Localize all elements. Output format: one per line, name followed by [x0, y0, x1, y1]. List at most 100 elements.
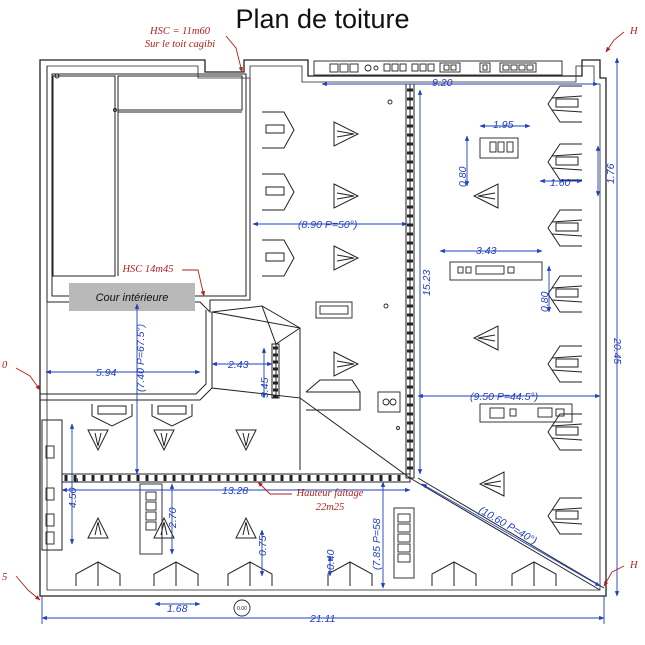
- roof-vent-detail: [477, 192, 496, 200]
- dormer: [547, 209, 582, 247]
- dim-7-40: (7.40 P=67.5°): [135, 324, 147, 392]
- horizontal-ridge-vent: [61, 473, 411, 483]
- svg-text:0.00: 0.00: [237, 606, 247, 612]
- dim-1-60: 1.60: [550, 177, 571, 189]
- dormer-detail: [551, 285, 583, 303]
- page-title: Plan de toiture: [235, 4, 410, 34]
- dim-1-95: 1.95: [493, 119, 514, 131]
- equipment: [45, 99, 573, 579]
- dormer-window: [555, 98, 579, 108]
- dormer-detail: [551, 153, 583, 171]
- dim-8-90: (8.90 P=50°): [298, 219, 357, 231]
- roof-vent-detail: [336, 360, 355, 368]
- hsc-court: HSC 14m45: [121, 264, 173, 275]
- interior-roof-lines: [40, 84, 605, 591]
- dormer: [547, 497, 582, 535]
- dormer: [547, 275, 582, 313]
- dormer-window: [555, 510, 579, 520]
- edge-label-top-right: H: [629, 26, 639, 37]
- ridge-vent-ticks: [64, 88, 413, 481]
- dormer: [547, 85, 582, 123]
- dim-20-45: 20.45: [611, 337, 623, 364]
- dim-9-50: (9.50 P=44.5°): [470, 391, 538, 403]
- leader-lines: [15, 31, 625, 601]
- edge-label-left-bottom: 5: [2, 572, 7, 583]
- cour-interieure-box: [69, 283, 195, 311]
- roof-vent: [472, 325, 499, 351]
- roof-vent: [153, 429, 175, 452]
- roof-vent: [235, 516, 257, 539]
- dormer-detail: [551, 355, 583, 373]
- dormer-window: [555, 156, 579, 166]
- dormer-detail: [551, 219, 583, 237]
- roof-vent-detail: [160, 432, 168, 447]
- dim-3-43: 3.43: [476, 245, 497, 257]
- courtyard: [46, 66, 251, 314]
- roof-vent-detail: [242, 521, 250, 536]
- roof-vent: [235, 429, 257, 452]
- dormer-detail: [551, 423, 583, 441]
- dim-0-75: 0.75: [257, 535, 269, 556]
- dim-9-20: 9.20: [432, 77, 453, 89]
- dormer: [547, 345, 582, 383]
- dim-21-11: 21.11: [309, 613, 336, 625]
- roof-vent: [87, 429, 109, 452]
- dim-15-23: 15.23: [421, 270, 433, 296]
- dim-10-60: (10.60 P=40°): [477, 504, 539, 547]
- hsc-cagibi-line2: Sur le toit cagibi: [145, 39, 215, 50]
- level-marker: 0.00: [233, 599, 251, 617]
- dormer-window: [265, 252, 285, 262]
- dormer-window: [555, 288, 579, 298]
- dim-1-68: 1.68: [167, 603, 188, 615]
- edge-label-right-bottom: H: [629, 560, 639, 571]
- dormer: [547, 413, 582, 451]
- dim-p58: (7.85 P=58: [371, 518, 383, 570]
- roof-vent: [153, 516, 175, 539]
- dormer-window: [97, 405, 127, 415]
- dimension-lines: [41, 57, 620, 624]
- dim-1-76: 1.76: [605, 163, 617, 184]
- dormer-window: [555, 358, 579, 368]
- roof-vent: [333, 121, 360, 147]
- roof-vent-detail: [94, 432, 102, 447]
- roof-vent-detail: [483, 480, 502, 488]
- dormer: [91, 404, 133, 427]
- dim-2-43: 2.43: [227, 359, 249, 371]
- cour-label: Cour intérieure: [96, 292, 169, 304]
- dormer: [151, 404, 193, 427]
- faitage-line1: Hauteur faîtage: [296, 488, 364, 499]
- dim-0-80-a: 0.80: [457, 166, 469, 187]
- roof-vent: [333, 245, 360, 271]
- roof-vent-detail: [242, 432, 250, 447]
- roof-vent-detail: [336, 254, 355, 262]
- dormer-window: [555, 222, 579, 232]
- dim-13-28: 13.28: [222, 485, 248, 497]
- roof-vent-detail: [336, 192, 355, 200]
- dormer-window: [265, 186, 285, 196]
- roof-vent: [478, 471, 505, 497]
- building-outline: [39, 59, 607, 597]
- dim-0-80-b: 0.80: [539, 291, 551, 312]
- dormer: [262, 173, 295, 211]
- roof-vent-detail: [477, 334, 496, 342]
- dormer-window: [157, 405, 187, 415]
- roof-vent: [472, 183, 499, 209]
- hsc-cagibi-line1: HSC = 11m60: [149, 26, 211, 37]
- faitage-line2: 22m25: [316, 502, 345, 513]
- dormer: [547, 143, 582, 181]
- dim-3-45: 3.45: [259, 377, 271, 398]
- dormer-window: [265, 124, 285, 134]
- dim-5-94: 5.94: [96, 367, 117, 379]
- roof-vent-detail: [336, 130, 355, 138]
- dim-4-50: 4.50: [67, 487, 79, 508]
- dormer: [262, 239, 295, 277]
- dim-0-40: 0.40: [325, 549, 337, 570]
- roof-vent-detail: [94, 521, 102, 536]
- dormer-detail: [551, 95, 583, 113]
- dormer: [262, 111, 295, 149]
- roof-vent: [333, 183, 360, 209]
- dim-2-70: 2.70: [167, 507, 179, 529]
- dormer-window: [555, 426, 579, 436]
- top-equipment-strip: [313, 60, 563, 76]
